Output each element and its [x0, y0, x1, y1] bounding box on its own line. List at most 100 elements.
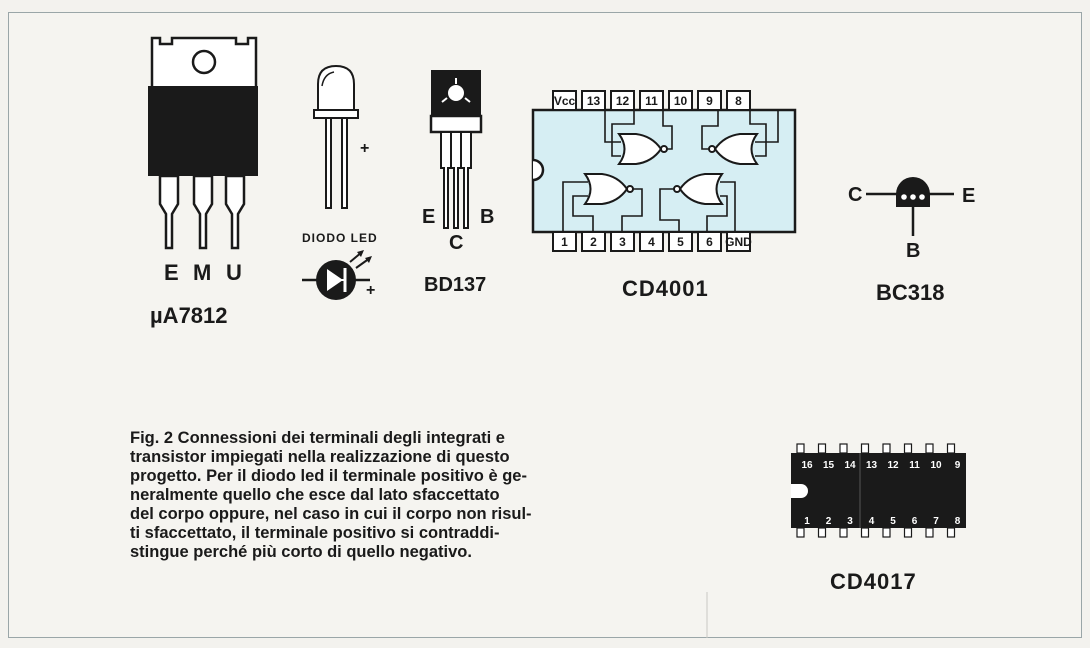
bd137-pin-e [440, 131, 452, 229]
bd137-name: BD137 [424, 274, 487, 296]
cd4001-pin-1: 1 [552, 231, 577, 252]
cd4001-body [531, 108, 797, 234]
figure-caption: Fig. 2 Connessioni dei terminali degli i… [130, 429, 650, 562]
led-plus-top: + [360, 140, 370, 157]
svg-text:1: 1 [561, 235, 568, 249]
cd4001-pin-9: 9 [697, 90, 722, 111]
caption-line: progetto. Per il diodo led il terminale … [130, 467, 527, 485]
bc318-body-icon [896, 177, 930, 207]
nor-gate-2-icon [713, 133, 759, 165]
svg-text:GND: GND [725, 235, 752, 249]
cd4017-pin-7: 7 [925, 516, 939, 538]
bc318-pin-e-label: E [962, 185, 976, 207]
svg-text:10: 10 [930, 460, 942, 471]
regulator-pin-e-label: E [164, 260, 179, 285]
cd4001-pin-gnd: GND [725, 231, 752, 252]
svg-text:5: 5 [890, 516, 896, 527]
svg-text:8: 8 [955, 516, 961, 527]
svg-text:8: 8 [735, 94, 742, 108]
svg-text:13: 13 [866, 460, 878, 471]
cd4017-pin-9: 9 [946, 443, 961, 471]
cd4017-pin-8: 8 [946, 516, 961, 538]
cd4001-pin-4: 4 [639, 231, 664, 252]
cd4017-notch [791, 484, 808, 498]
bd137-pin-b [460, 131, 472, 229]
cd4001-pin-2: 2 [581, 231, 606, 252]
svg-text:16: 16 [801, 460, 813, 471]
cd4001-wiring [562, 110, 779, 232]
svg-text:1: 1 [804, 516, 810, 527]
cd4001-pin-3: 3 [610, 231, 635, 252]
cd4017-pin-6: 6 [903, 516, 918, 538]
svg-text:Vcc: Vcc [554, 94, 576, 108]
regulator-pin-u-label: U [226, 260, 242, 285]
svg-text:12: 12 [616, 94, 630, 108]
caption-line: ti sfaccettato, il terminale positivo si… [130, 524, 500, 542]
svg-text:11: 11 [645, 94, 658, 108]
svg-text:9: 9 [955, 460, 961, 471]
bd137-pin-e-label: E [422, 206, 436, 228]
nor-gate-1-icon [617, 133, 663, 165]
cd4017-pin-5: 5 [882, 516, 896, 538]
caption-line: Fig. 2 Connessioni dei terminali degli i… [130, 429, 505, 447]
bc318-pin-b-label: B [906, 240, 921, 262]
svg-text:5: 5 [677, 235, 684, 249]
svg-text:4: 4 [869, 516, 875, 527]
cd4017-pin-2: 2 [817, 516, 832, 538]
regulator-pin-e [158, 174, 180, 250]
cd4017-pin-15: 15 [817, 443, 835, 471]
cd4017-pin-13: 13 [860, 443, 878, 471]
cd4017-name: CD4017 [830, 569, 917, 594]
cd4017-pin-11: 11 [903, 443, 920, 471]
svg-text:6: 6 [912, 516, 918, 527]
bd137-pin-b-label: B [480, 206, 495, 228]
nor-gate-3-icon [583, 173, 629, 205]
cd4001-bottom-pins: 1 2 3 4 5 6 GND [552, 231, 752, 252]
cd4017-top-pins: 16 15 14 13 12 11 10 9 [796, 443, 961, 471]
caption-line: neralmente quello che esce dal lato sfac… [130, 486, 500, 504]
cd4017-pin-4: 4 [860, 516, 875, 538]
svg-text:6: 6 [706, 235, 713, 249]
svg-text:14: 14 [844, 460, 856, 471]
caption-line: transistor impiegati nella realizzazione… [130, 448, 510, 466]
led-heading: DIODO LED [302, 231, 378, 245]
bc318-pin-c-label: C [848, 184, 863, 206]
svg-text:13: 13 [587, 94, 601, 108]
svg-text:11: 11 [909, 460, 920, 471]
cd4001-notch [532, 158, 545, 182]
regulator-pin-u [224, 174, 246, 250]
led-rim [313, 109, 359, 119]
cd4001-pin-10: 10 [668, 90, 693, 111]
bd137-drawing [429, 70, 483, 229]
cd4017-pin-16: 16 [796, 443, 813, 471]
cd4001-pin-12: 12 [610, 90, 635, 111]
svg-text:4: 4 [648, 235, 655, 249]
cd4001-pin-vcc: Vcc [552, 90, 577, 111]
svg-text:3: 3 [619, 235, 626, 249]
bd137-body [429, 114, 483, 134]
cd4017-pin-12: 12 [882, 443, 899, 471]
svg-text:2: 2 [590, 235, 597, 249]
svg-text:15: 15 [823, 460, 835, 471]
regulator-body [148, 86, 258, 176]
bd137-pin-c [450, 131, 462, 229]
led-lead-short [341, 117, 348, 209]
cd4017-pin-14: 14 [839, 443, 856, 471]
cd4001-name: CD4001 [622, 276, 709, 301]
led-drawing [302, 64, 372, 300]
regulator-pin-m [192, 174, 214, 250]
cd4017-pin-1: 1 [796, 516, 810, 538]
cd4017-pin-3: 3 [839, 516, 853, 538]
svg-text:3: 3 [847, 516, 853, 527]
svg-text:7: 7 [933, 516, 939, 527]
cd4017-body [791, 453, 966, 528]
cd4017-pin-10: 10 [925, 443, 942, 471]
led-plus-bottom: + [366, 282, 376, 299]
cd4001-pin-5: 5 [668, 231, 693, 252]
svg-text:2: 2 [826, 516, 832, 527]
